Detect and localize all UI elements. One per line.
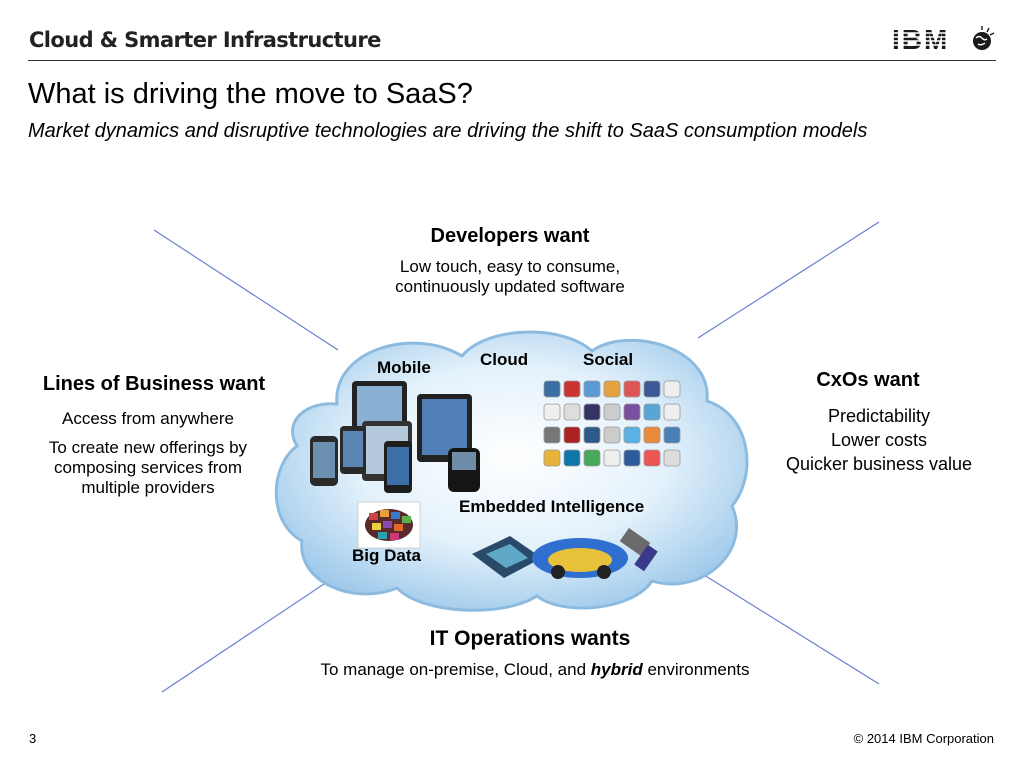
it-ops-heading: IT Operations wants [429, 627, 631, 650]
label-cloud: Cloud [480, 350, 529, 369]
lob-item-offerings-line-1: To create new offerings by [48, 438, 248, 457]
it-ops-text-after: environments [647, 660, 750, 679]
lob-heading: Lines of Business want [42, 373, 266, 395]
page-number: 3 [29, 731, 37, 746]
label-embedded-intelligence: Embedded Intelligence [459, 497, 645, 516]
cxo-item-predictability: Predictability [827, 406, 931, 426]
slide-title: What is driving the move to SaaS? [28, 78, 473, 110]
lob-item-offerings: To create new offerings by composing ser… [20, 438, 276, 498]
brand-title: Cloud & Smarter Infrastructure [29, 28, 381, 52]
label-mobile: Mobile [377, 358, 431, 377]
label-big-data: Big Data [352, 546, 421, 565]
embedded-intelligence-icon [472, 527, 658, 579]
lob-item-offerings-line-3: multiple providers [81, 478, 215, 497]
cxo-item-business-value: Quicker business value [785, 454, 973, 474]
lob-item-access: Access from anywhere [62, 409, 234, 428]
header-rule [28, 60, 996, 61]
connector-line-bottom-left [161, 575, 337, 693]
cxo-item-lower-costs: Lower costs [830, 430, 928, 450]
developers-heading: Developers want [430, 225, 590, 247]
slide-subtitle: Market dynamics and disruptive technolog… [28, 120, 868, 142]
it-ops-text-before: To manage on-premise, Cloud, and [320, 660, 587, 679]
big-data-icon [357, 501, 421, 549]
it-ops-description: To manage on-premise, Cloud, and hybrid … [255, 660, 815, 680]
ibm-logo-text: IBM [892, 24, 949, 54]
ibm-logo: IBM [892, 24, 995, 54]
cxo-heading: CxOs want [816, 369, 920, 391]
connector-line-top-right [697, 221, 880, 339]
cloud-graphic [274, 330, 749, 612]
connector-line-top-left [153, 229, 339, 351]
developers-description: Low touch, easy to consume, continuously… [330, 257, 690, 297]
social-app-icons [543, 380, 681, 467]
copyright: © 2014 IBM Corporation [853, 731, 994, 746]
developers-line-2: continuously updated software [395, 277, 625, 296]
developers-line-1: Low touch, easy to consume, [399, 257, 621, 276]
cxo-list: Predictability Lower costs Quicker busin… [770, 404, 988, 476]
label-social: Social [583, 350, 634, 369]
lob-item-offerings-line-2: composing services from [53, 458, 242, 477]
connector-line-bottom-right [679, 559, 880, 685]
it-ops-emphasis: hybrid [590, 660, 643, 679]
mobile-devices-icon [310, 381, 480, 493]
